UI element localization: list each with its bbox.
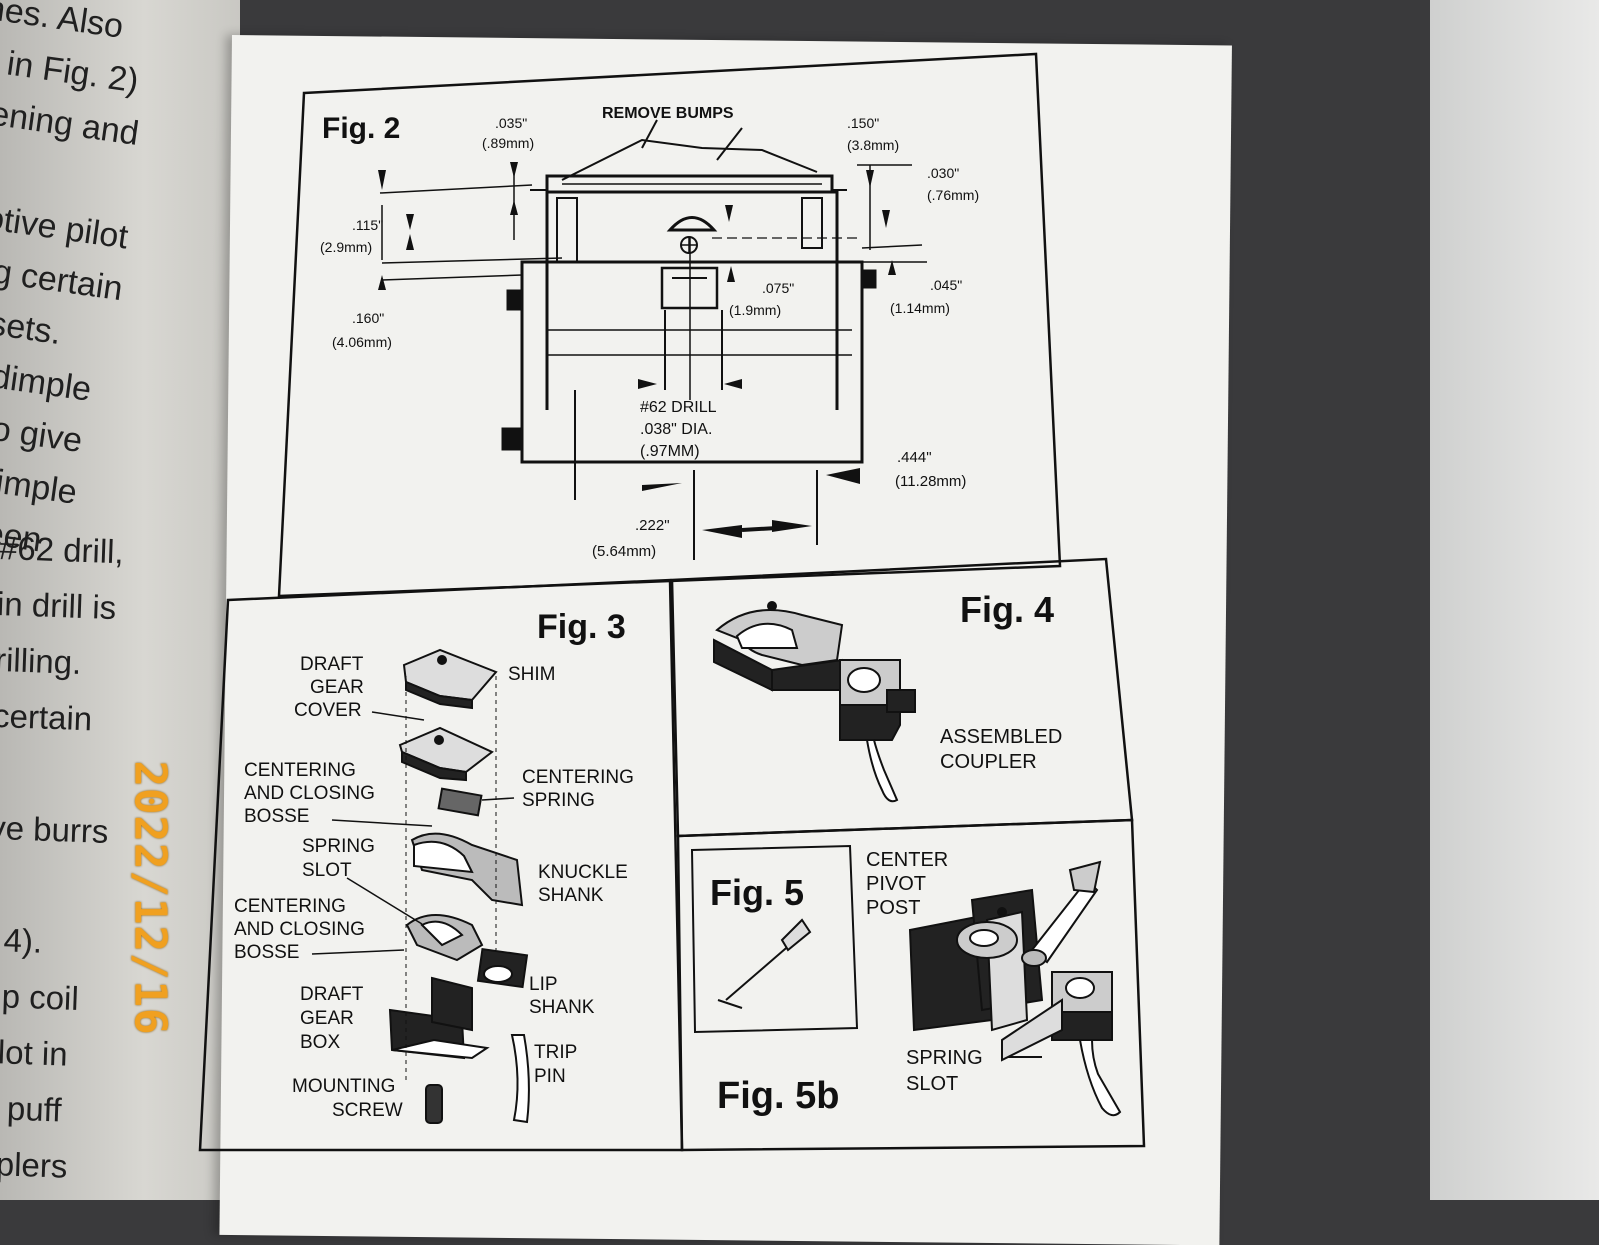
trip-pin-2: PIN [534,1066,566,1087]
draft-gear-box-1: DRAFT [300,984,364,1005]
dimension-arrows [378,162,896,538]
fig5b-title: Fig. 5b [717,1075,839,1117]
fig5-title: Fig. 5 [710,872,804,913]
dim-045-mm: (1.14mm) [890,300,950,316]
centering-spring-1: CENTERING [522,767,634,788]
draft-gear-box-2: GEAR [300,1008,354,1029]
dim-222-in: .222" [635,517,670,534]
drill-label-3: (.97MM) [640,443,700,460]
lip-shank-1: LIP [529,974,558,995]
fig2-panel: Fig. 2 REMOVE BUMPS .035" (.89mm) .150" … [279,54,1060,596]
dim-160-mm: (4.06mm) [332,334,392,350]
fig3-title: Fig. 3 [537,608,626,646]
date-stamp: 2022/12/16 [125,761,176,1036]
centering-bosse-2-a: CENTERING [234,896,346,917]
dim-444-in: .444" [897,449,932,466]
mounting-screw-1: MOUNTING [292,1076,395,1097]
dim-150-mm: (3.8mm) [847,137,899,153]
center-pivot-post-2: PIVOT [866,873,926,895]
assembled-coupler-1: ASSEMBLED [940,726,1062,748]
fig5-panel: Fig. 5 Fig. 5b CENTER PIVOT POST SPRING … [678,820,1144,1150]
remove-bumps-label: REMOVE BUMPS [602,105,734,122]
dim-035-in: .035" [495,115,527,131]
knuckle-shank-2: SHANK [538,885,604,906]
dim-030-mm: (.76mm) [927,187,979,203]
dim-222-mm: (5.64mm) [592,543,656,560]
dim-045-in: .045" [930,277,962,293]
centering-bosse-1-b: AND CLOSING [244,783,375,804]
dim-030-in: .030" [927,165,959,181]
spring-slot-1: SPRING [302,836,375,857]
spring-slot-5b-1: SPRING [906,1047,983,1069]
figures-sheet: Fig. 2 REMOVE BUMPS .035" (.89mm) .150" … [2,0,1599,1200]
mounting-screw-2: SCREW [332,1100,403,1121]
spring-slot-5b-2: SLOT [906,1073,958,1095]
draft-gear-box-3: BOX [300,1032,340,1053]
lip-shank-2: SHANK [529,997,595,1018]
dim-075-in: .075" [762,280,794,296]
draft-gear-cover-3: COVER [294,700,362,721]
centering-spring-2: SPRING [522,790,595,811]
draft-gear-cover-2: GEAR [310,677,364,698]
centering-bosse-2-b: AND CLOSING [234,919,365,940]
center-pivot-post-3: POST [866,897,920,919]
dim-075-mm: (1.9mm) [729,302,781,318]
assembled-coupler-drawing [714,602,915,801]
assembled-coupler-2: COUPLER [940,751,1037,773]
dim-115-in: .115" [352,217,383,233]
dim-115-mm: (2.9mm) [320,239,372,255]
centering-bosse-1-c: BOSSE [244,806,309,827]
fig3-panel: Fig. 3 DRAFT GEAR COVER SHIM CENTERING A… [200,580,682,1150]
dim-160-in: .160" [352,310,384,326]
fig4-panel: Fig. 4 ASSEMBLED COUPLER [672,559,1132,836]
drill-label-2: .038" DIA. [640,421,712,438]
centering-bosse-2-c: BOSSE [234,942,299,963]
center-pivot-post-1: CENTER [866,849,948,871]
fig4-title: Fig. 4 [960,589,1054,630]
fig2-title: Fig. 2 [322,112,400,145]
centering-bosse-1-a: CENTERING [244,760,356,781]
dim-150-in: .150" [847,115,879,131]
pilot-drawing [380,120,927,560]
spring-slot-2: SLOT [302,860,352,881]
dim-035-mm: (.89mm) [482,135,534,151]
draft-gear-cover-1: DRAFT [300,654,364,675]
dim-444-mm: (11.28mm) [895,473,966,490]
knuckle-shank-1: KNUCKLE [538,862,628,883]
drill-label-1: #62 DRILL [640,399,717,416]
shim-label: SHIM [508,664,556,685]
trip-pin-1: TRIP [534,1042,577,1063]
